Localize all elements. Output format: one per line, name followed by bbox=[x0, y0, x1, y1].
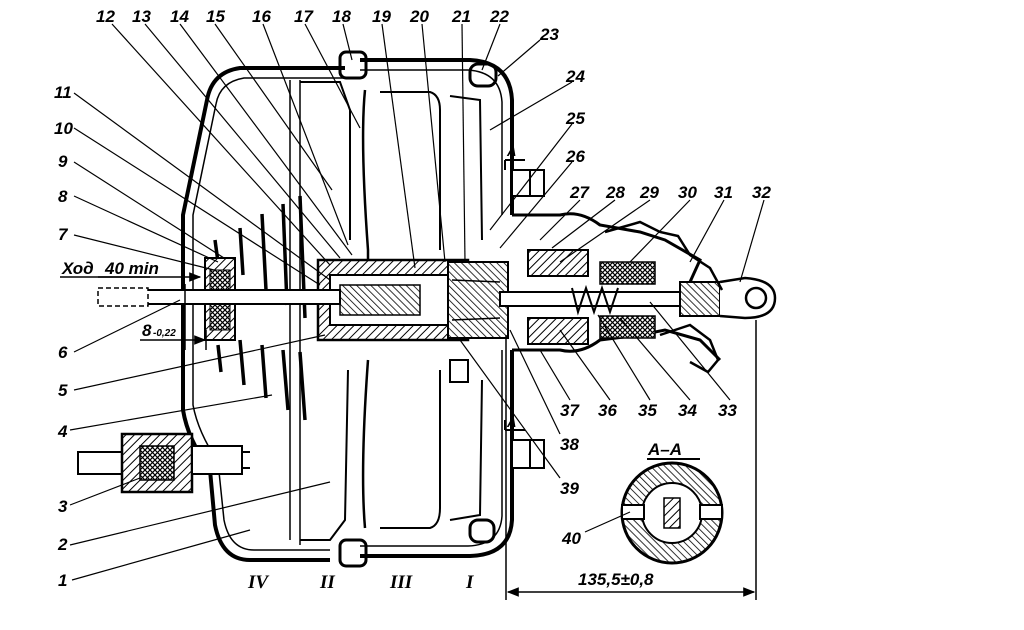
callout-28: 28 bbox=[605, 183, 625, 202]
callout-23: 23 bbox=[539, 25, 559, 44]
front-shell bbox=[360, 58, 514, 558]
callout-1: 1 bbox=[58, 571, 67, 590]
section-a-a-detail bbox=[620, 458, 724, 565]
stroke-value: 40 min bbox=[104, 259, 159, 278]
callout-30: 30 bbox=[678, 183, 697, 202]
section-markers: A A bbox=[504, 144, 525, 431]
section-title: A–A bbox=[647, 440, 682, 459]
callout-10: 10 bbox=[54, 119, 73, 138]
callout-17: 17 bbox=[294, 7, 314, 26]
callout-14: 14 bbox=[170, 7, 189, 26]
callout-13: 13 bbox=[132, 7, 151, 26]
gap-value: 8 bbox=[142, 321, 152, 340]
callout-33: 33 bbox=[718, 401, 737, 420]
callout-22: 22 bbox=[489, 7, 509, 26]
chamber-label-iii: III bbox=[389, 572, 413, 593]
callout-3: 3 bbox=[58, 497, 68, 516]
length-dimension: 135,5±0,8 bbox=[578, 570, 654, 589]
callout-15: 15 bbox=[206, 7, 225, 26]
gap-tolerance: -0,22 bbox=[153, 328, 176, 339]
callout-39: 39 bbox=[560, 479, 579, 498]
dimension-lines bbox=[60, 272, 757, 600]
chamber-label-ii: II bbox=[319, 572, 335, 593]
callout-27: 27 bbox=[569, 183, 590, 202]
callout-12: 12 bbox=[96, 7, 115, 26]
callout-labels: 1 2 3 4 5 6 7 8 9 10 11 12 13 14 15 16 1… bbox=[54, 7, 771, 590]
check-valve bbox=[77, 432, 250, 494]
callout-29: 29 bbox=[639, 183, 659, 202]
callout-38: 38 bbox=[560, 435, 579, 454]
callout-19: 19 bbox=[372, 7, 391, 26]
leader-lines bbox=[69, 23, 765, 581]
callout-35: 35 bbox=[638, 401, 657, 420]
callout-7: 7 bbox=[58, 225, 69, 244]
chamber-labels: I II III IV bbox=[247, 572, 474, 593]
mounting-studs bbox=[449, 169, 545, 469]
callout-11: 11 bbox=[54, 83, 72, 102]
callout-37: 37 bbox=[560, 401, 580, 420]
callout-24: 24 bbox=[565, 67, 585, 86]
front-sleeve bbox=[499, 212, 777, 374]
callout-9: 9 bbox=[58, 152, 68, 171]
section-mark-bottom: A bbox=[506, 415, 516, 430]
callout-31: 31 bbox=[714, 183, 733, 202]
callout-32: 32 bbox=[752, 183, 771, 202]
stroke-label: Ход bbox=[61, 259, 94, 278]
callout-25: 25 bbox=[565, 109, 585, 128]
callout-26: 26 bbox=[565, 147, 585, 166]
callout-2: 2 bbox=[57, 535, 68, 554]
callout-6: 6 bbox=[58, 343, 68, 362]
piston-hub bbox=[97, 257, 509, 342]
section-mark-top: A bbox=[506, 144, 516, 159]
callout-36: 36 bbox=[598, 401, 617, 420]
callout-8: 8 bbox=[58, 187, 68, 206]
booster-housing bbox=[181, 50, 514, 568]
callout-20: 20 bbox=[409, 7, 429, 26]
callout-5: 5 bbox=[58, 381, 68, 400]
callout-18: 18 bbox=[332, 7, 351, 26]
callout-21: 21 bbox=[451, 7, 471, 26]
callout-34: 34 bbox=[678, 401, 697, 420]
callout-4: 4 bbox=[57, 422, 68, 441]
callout-40: 40 bbox=[561, 529, 581, 548]
chamber-label-i: I bbox=[465, 572, 474, 593]
callout-16: 16 bbox=[252, 7, 271, 26]
chamber-label-iv: IV bbox=[247, 572, 269, 593]
